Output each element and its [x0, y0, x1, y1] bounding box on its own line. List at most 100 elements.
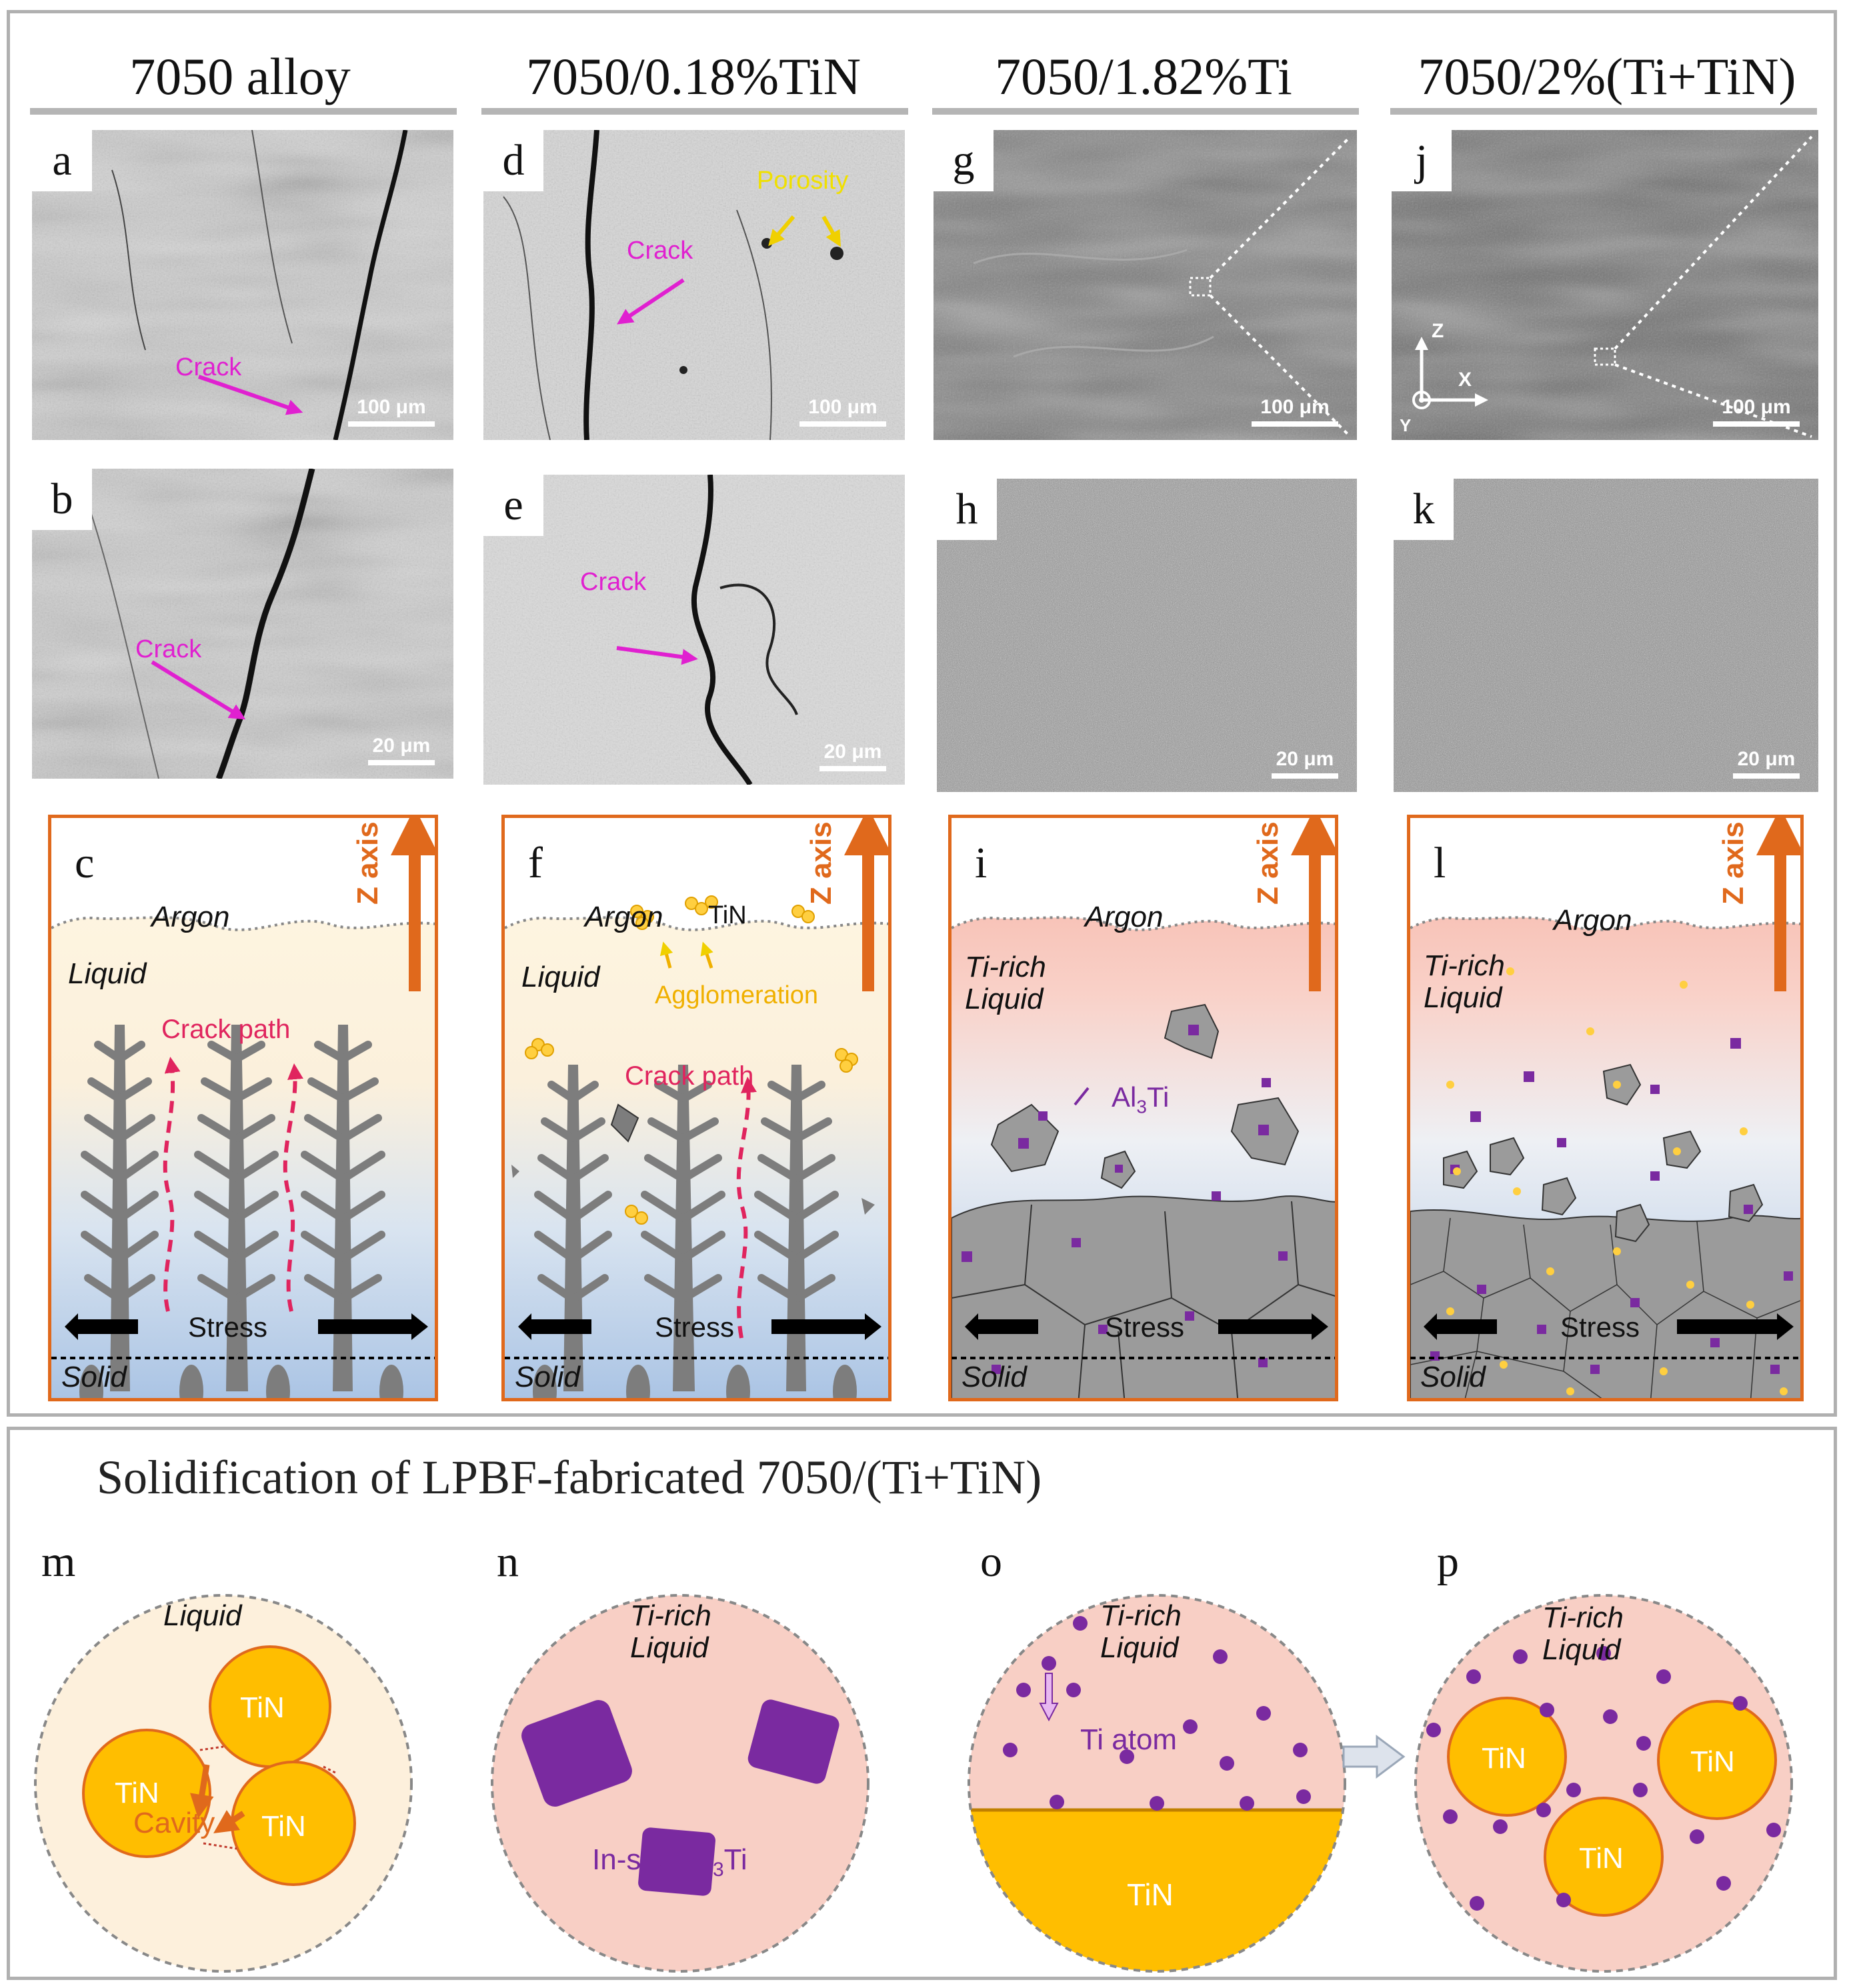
ti-rich-label: Ti-rich — [1542, 1601, 1624, 1634]
micrograph-k: k 20 μm — [1394, 479, 1818, 792]
z-axis-label: Z axis — [1717, 821, 1750, 905]
transition-arrow — [1342, 1735, 1406, 1779]
axis-label-x: X — [1458, 369, 1472, 391]
panel-label-o: o — [980, 1537, 1002, 1586]
circle-p — [1414, 1594, 1793, 1973]
ti-atom-label: Ti atom — [1080, 1723, 1178, 1756]
argon-label: Argon — [151, 901, 230, 933]
column-rule-3 — [932, 108, 1359, 115]
liquid-label: Liquid — [1100, 1631, 1179, 1664]
scale-bar: 100 μm — [1713, 396, 1800, 427]
micrograph-e: Crack e 20 μm — [483, 475, 905, 785]
micrograph-g: g 100 μm — [934, 130, 1357, 440]
scale-bar: 100 μm — [799, 396, 886, 427]
cavity-label: Cavity — [133, 1807, 215, 1839]
al3ti-text: Al — [1112, 1081, 1137, 1113]
scale-bar-text: 100 μm — [357, 396, 426, 418]
panel-label-c: c — [75, 839, 95, 887]
liquid-label: Liquid — [1424, 981, 1502, 1014]
panel-label-m: m — [41, 1537, 76, 1586]
scale-bar: 20 μm — [1272, 748, 1338, 779]
panel-label-n: n — [497, 1537, 519, 1586]
scale-bar: 100 μm — [348, 396, 435, 427]
panel-label-k: k — [1394, 479, 1454, 540]
liquid-label: Liquid — [1542, 1633, 1621, 1666]
in-situ-sub: 3 — [712, 1858, 724, 1881]
stress-label: Stress — [188, 1311, 268, 1343]
micrograph-j: Z X Y j 100 μm — [1392, 130, 1818, 440]
scale-bar: 20 μm — [819, 741, 886, 771]
ti-rich-label: Ti-rich — [1424, 949, 1505, 982]
schematic-i: i Argon Ti-rich Liquid Al3Ti Stress Soli… — [948, 815, 1338, 1401]
scale-bar-text: 20 μm — [1276, 748, 1334, 770]
tin-label: TiN — [708, 901, 747, 929]
stress-label: Stress — [1560, 1311, 1640, 1343]
crack-path-label: Crack path — [161, 1015, 291, 1044]
argon-label: Argon — [1085, 901, 1164, 933]
column-title-3: 7050/1.82%Ti — [995, 47, 1292, 105]
scale-bar-text: 100 μm — [1260, 396, 1330, 418]
scale-bar: 100 μm — [1252, 396, 1338, 427]
z-axis-label: Z axis — [351, 821, 384, 905]
tin-label: TiN — [1579, 1842, 1624, 1875]
panel-label-j: j — [1392, 130, 1452, 191]
solid-label: Solid — [962, 1361, 1027, 1393]
circle-n — [491, 1594, 869, 1973]
panel-label-a: a — [32, 130, 92, 191]
panel-label-b: b — [32, 469, 92, 530]
scale-bar: 20 μm — [1733, 748, 1800, 779]
panel-label-h: h — [937, 479, 997, 540]
scale-bar-text: 20 μm — [372, 735, 431, 757]
panel-label-e: e — [483, 475, 543, 536]
circle-o — [968, 1594, 1346, 1973]
column-rule-2 — [481, 108, 908, 115]
bottom-figure-frame — [7, 1427, 1837, 1980]
tin-label: TiN — [115, 1777, 159, 1809]
in-situ-text: In-situ Al — [592, 1843, 713, 1876]
column-title-4: 7050/2%(Ti+TiN) — [1418, 47, 1796, 105]
agglomeration-label: Agglomeration — [655, 981, 819, 1009]
argon-label: Argon — [1554, 904, 1632, 937]
bottom-title: Solidification of LPBF-fabricated 7050/(… — [97, 1451, 1042, 1504]
solid-label: Solid — [61, 1361, 127, 1393]
top-figure-frame — [7, 10, 1837, 1417]
liquid-label: Liquid — [163, 1599, 242, 1632]
tin-label: TiN — [1690, 1745, 1735, 1778]
scale-bar: 20 μm — [368, 735, 435, 765]
liquid-label: Liquid — [630, 1631, 709, 1664]
panel-label-i: i — [975, 839, 988, 887]
tin-label: TiN — [240, 1691, 285, 1724]
stress-label: Stress — [1105, 1311, 1185, 1343]
micrograph-d: Crack Porosity d 100 μm — [483, 130, 905, 440]
scale-bar-text: 100 μm — [808, 396, 877, 418]
argon-label: Argon — [585, 901, 663, 933]
scale-bar-text: 20 μm — [823, 741, 882, 763]
al3ti-end: Ti — [1146, 1081, 1170, 1113]
crack-label: Crack — [175, 353, 242, 381]
tin-label: TiN — [1127, 1877, 1174, 1912]
schematic-l: l Argon Ti-rich Liquid Stress Solid Z ax… — [1407, 815, 1804, 1401]
liquid-label: Liquid — [965, 983, 1044, 1015]
crack-label: Crack — [135, 635, 202, 663]
panel-label-f: f — [528, 839, 543, 887]
ti-rich-label: Ti-rich — [630, 1599, 711, 1632]
column-rule-1 — [30, 108, 457, 115]
micrograph-a: Crack a 100 μm — [32, 130, 453, 440]
porosity-label: Porosity — [757, 167, 849, 195]
panel-label-d: d — [483, 130, 543, 191]
solid-label: Solid — [515, 1361, 580, 1393]
axis-label-z: Z — [1432, 320, 1444, 342]
column-title-1: 7050 alloy — [129, 47, 351, 105]
z-axis-label: Z axis — [805, 821, 837, 905]
liquid-label: Liquid — [521, 961, 600, 993]
scale-bar-text: 20 μm — [1737, 748, 1796, 770]
schematic-c: c Argon Liquid Crack path Stress Solid Z… — [48, 815, 438, 1401]
panel-label-p: p — [1437, 1537, 1459, 1586]
tin-label: TiN — [1482, 1742, 1526, 1775]
in-situ-end: Ti — [723, 1843, 747, 1876]
ti-rich-label: Ti-rich — [965, 951, 1046, 983]
al3ti-label: Al3Ti — [1112, 1081, 1169, 1117]
ti-rich-label: Ti-rich — [1100, 1599, 1182, 1632]
micrograph-h: h 20 μm — [937, 479, 1357, 792]
crack-label: Crack — [627, 237, 693, 265]
